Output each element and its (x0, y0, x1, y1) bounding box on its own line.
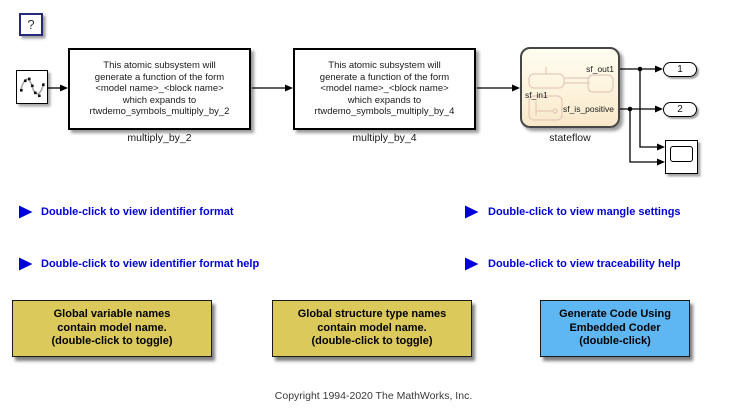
statechart-preview-icon (528, 67, 614, 121)
play-triangle-icon (19, 205, 33, 219)
link-view-mangle-settings[interactable]: Double-click to view mangle settings (464, 205, 681, 219)
subsystem-multiply-by-2[interactable]: This atomic subsystem will generate a fu… (68, 48, 251, 130)
outport-2[interactable]: 2 (663, 102, 697, 117)
scope-block[interactable] (665, 140, 698, 174)
stateflow-chart-block[interactable]: sf_in1 sf_out1 sf_is_positive (520, 47, 620, 128)
stateflow-port-out1-label: sf_out1 (586, 64, 614, 74)
link-label: Double-click to view identifier format h… (41, 258, 260, 270)
block-label-multiply-by-4: multiply_by_4 (352, 132, 417, 144)
play-triangle-icon (465, 205, 479, 219)
stateflow-port-in-label: sf_in1 (525, 90, 548, 100)
link-label: Double-click to view traceability help (488, 258, 681, 270)
help-button-label: ? (27, 17, 35, 32)
block-label-stateflow: stateflow (549, 132, 591, 144)
link-view-identifier-format-help[interactable]: Double-click to view identifier format h… (18, 257, 259, 271)
action-box-text: Global variable names contain model name… (51, 308, 173, 348)
stateflow-port-out2-label: sf_is_positive (562, 104, 614, 114)
link-view-identifier-format[interactable]: Double-click to view identifier format (18, 205, 234, 219)
help-button[interactable]: ? (19, 13, 43, 36)
outport-2-label: 2 (677, 104, 683, 115)
block-label-multiply-by-2: multiply_by_2 (127, 132, 192, 144)
subsystem-body-text: This atomic subsystem will generate a fu… (314, 60, 455, 118)
signal-source-block[interactable] (16, 70, 48, 104)
toggle-global-structure-type-names-box[interactable]: Global structure type names contain mode… (272, 300, 472, 357)
link-label: Double-click to view identifier format (41, 206, 234, 218)
action-box-text: Generate Code Using Embedded Coder (doub… (559, 308, 671, 348)
scope-screen-icon (670, 146, 693, 162)
outport-1-label: 1 (677, 64, 683, 75)
copyright-text: Copyright 1994-2020 The MathWorks, Inc. (274, 390, 473, 402)
link-label: Double-click to view mangle settings (488, 206, 681, 218)
signal-wave-icon (19, 77, 45, 98)
generate-code-box[interactable]: Generate Code Using Embedded Coder (doub… (540, 300, 690, 357)
outport-1[interactable]: 1 (663, 62, 697, 77)
link-view-traceability-help[interactable]: Double-click to view traceability help (464, 257, 681, 271)
play-triangle-icon (19, 257, 33, 271)
subsystem-body-text: This atomic subsystem will generate a fu… (89, 60, 230, 118)
play-triangle-icon (465, 257, 479, 271)
toggle-global-variable-names-box[interactable]: Global variable names contain model name… (12, 300, 212, 357)
subsystem-multiply-by-4[interactable]: This atomic subsystem will generate a fu… (293, 48, 476, 130)
action-box-text: Global structure type names contain mode… (297, 308, 447, 348)
